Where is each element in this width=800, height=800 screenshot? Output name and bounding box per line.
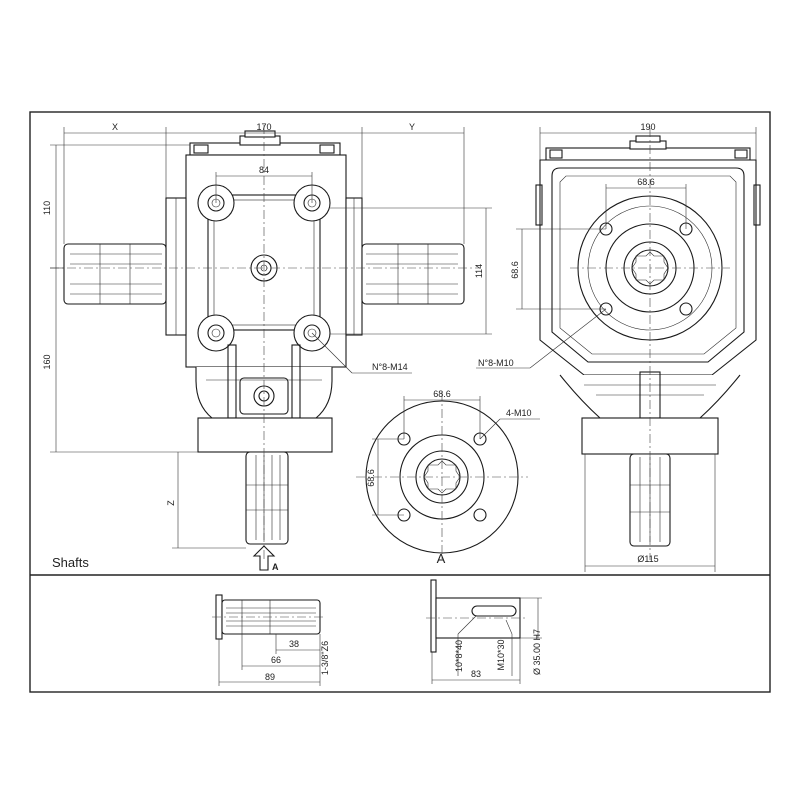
dim-y-label: Y [409, 122, 415, 132]
dim-68-6-flange-top: 68.6 [433, 389, 451, 399]
dim-dia-115: Ø115 [637, 554, 658, 564]
dim-z-label: Z [166, 500, 176, 506]
section-shafts-title: Shafts [52, 555, 89, 570]
dim-68-6-flange-left: 68.6 [366, 469, 376, 487]
dim-114-label: 114 [474, 264, 484, 278]
view-a-dimensions: 68.6 68.6 4-M10 A [366, 389, 540, 566]
spline-1-3-8: 1-3/8"Z6 [320, 641, 330, 675]
shaft-keyed [426, 579, 528, 653]
dim-83: 83 [471, 669, 481, 679]
dim-66: 66 [271, 655, 281, 665]
front-view-dimensions: X 170 Y 84 110 160 114 N°8-M14 Z A [42, 122, 492, 572]
side-view-dimensions: 190 68.6 68.6 N°8-M10 Ø115 [476, 122, 757, 572]
dim-m10x30: M10*30 [496, 639, 506, 670]
dim-110-label: 110 [42, 201, 52, 215]
dim-dia-35: Ø 35.00 H7 [532, 629, 542, 675]
shaft-splined [212, 594, 326, 640]
dim-68-6-side-left: 68.6 [510, 261, 520, 279]
dim-x-label: X [112, 122, 118, 132]
view-arrow-a: A [252, 545, 279, 572]
side-view [535, 128, 761, 560]
view-a-label: A [437, 551, 446, 566]
dim-160-label: 160 [42, 354, 52, 369]
dim-68-6-side-top: 68.6 [637, 177, 655, 187]
dim-10x8x40: 10*8*40 [454, 640, 464, 672]
drawing-frame [29, 111, 771, 693]
arrow-a-label: A [272, 562, 279, 572]
dim-84-label: 84 [259, 165, 269, 175]
note-n8-m14: N°8-M14 [372, 362, 408, 372]
dim-38: 38 [289, 639, 299, 649]
note-4-m10: 4-M10 [506, 408, 532, 418]
shaft-splined-dimensions: 38 66 89 1-3/8"Z6 [218, 634, 330, 686]
bolt-pad-bottom-left [197, 314, 235, 352]
dim-89: 89 [265, 672, 275, 682]
dim-190-label: 190 [640, 122, 655, 132]
shaft-keyed-dimensions: 10*8*40 M10*30 83 Ø 35.00 H7 [431, 597, 542, 684]
view-a-flange [356, 392, 528, 562]
front-view [50, 125, 480, 560]
dim-170-label: 170 [256, 122, 271, 132]
note-n8-m10: N°8-M10 [478, 358, 514, 368]
